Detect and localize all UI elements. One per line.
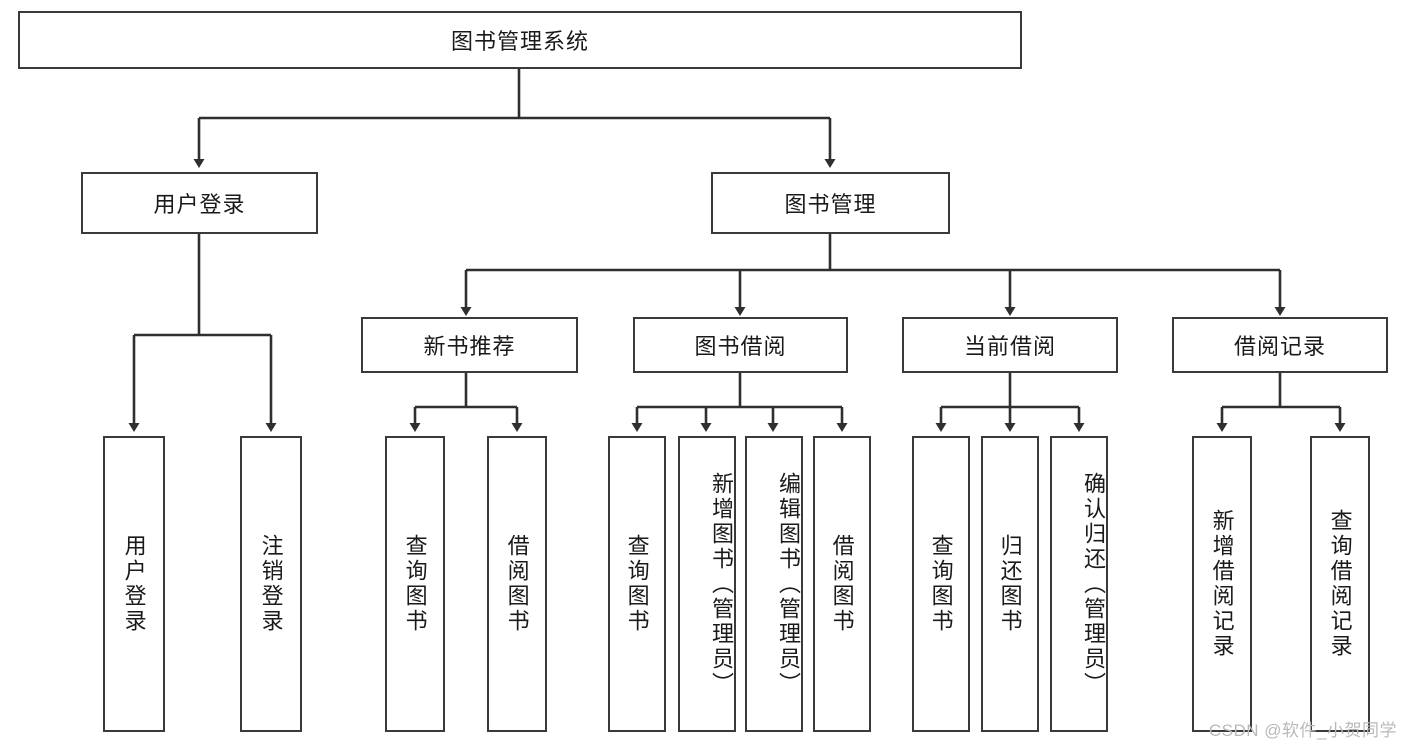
leaf-borrow-book-2[interactable]: 借阅图书 (813, 436, 871, 732)
leaf-user-login-label: 用户登录 (121, 534, 147, 634)
leaf-add-record-label: 新增借阅记录 (1209, 509, 1235, 659)
leaf-query-book-3-label: 查询图书 (928, 534, 954, 634)
node-book-borrow-label: 图书借阅 (694, 334, 787, 359)
node-root-label: 图书管理系统 (450, 29, 589, 54)
leaf-query-book-2-label: 查询图书 (624, 534, 650, 634)
node-new-book-recommend-label: 新书推荐 (423, 334, 516, 359)
leaf-borrow-book-1[interactable]: 借阅图书 (487, 436, 547, 732)
leaf-query-record-label: 查询借阅记录 (1327, 509, 1353, 659)
node-root[interactable]: 图书管理系统 (18, 11, 1022, 69)
leaf-query-record[interactable]: 查询借阅记录 (1310, 436, 1370, 732)
leaf-query-book-1[interactable]: 查询图书 (385, 436, 445, 732)
node-new-book-recommend[interactable]: 新书推荐 (361, 317, 578, 373)
leaf-add-book-label: 新增图书（管理员） (709, 471, 734, 697)
node-user-login[interactable]: 用户登录 (81, 172, 318, 234)
leaf-logout-login-label: 注销登录 (258, 534, 284, 634)
leaf-confirm-return[interactable]: 确认归还（管理员） (1050, 436, 1108, 732)
node-current-borrow[interactable]: 当前借阅 (902, 317, 1118, 373)
watermark: CSDN @软件_小贺同学 (1208, 721, 1397, 740)
node-current-borrow-label: 当前借阅 (963, 334, 1056, 359)
leaf-borrow-book-1-label: 借阅图书 (504, 534, 530, 634)
leaf-add-record[interactable]: 新增借阅记录 (1192, 436, 1252, 732)
leaf-return-book-label: 归还图书 (997, 534, 1023, 634)
node-book-manage-label: 图书管理 (784, 192, 877, 217)
leaf-return-book[interactable]: 归还图书 (981, 436, 1039, 732)
node-book-manage[interactable]: 图书管理 (711, 172, 950, 234)
node-book-borrow[interactable]: 图书借阅 (633, 317, 848, 373)
node-borrow-record[interactable]: 借阅记录 (1172, 317, 1388, 373)
leaf-query-book-1-label: 查询图书 (402, 534, 428, 634)
leaf-edit-book[interactable]: 编辑图书（管理员） (745, 436, 803, 732)
leaf-query-book-2[interactable]: 查询图书 (608, 436, 666, 732)
leaf-query-book-3[interactable]: 查询图书 (912, 436, 970, 732)
leaf-user-login[interactable]: 用户登录 (103, 436, 165, 732)
node-borrow-record-label: 借阅记录 (1233, 334, 1326, 359)
leaf-logout-login[interactable]: 注销登录 (240, 436, 302, 732)
leaf-edit-book-label: 编辑图书（管理员） (776, 471, 801, 697)
leaf-confirm-return-label: 确认归还（管理员） (1081, 471, 1106, 697)
leaf-add-book[interactable]: 新增图书（管理员） (678, 436, 736, 732)
leaf-borrow-book-2-label: 借阅图书 (829, 534, 855, 634)
node-user-login-label: 用户登录 (153, 192, 246, 217)
